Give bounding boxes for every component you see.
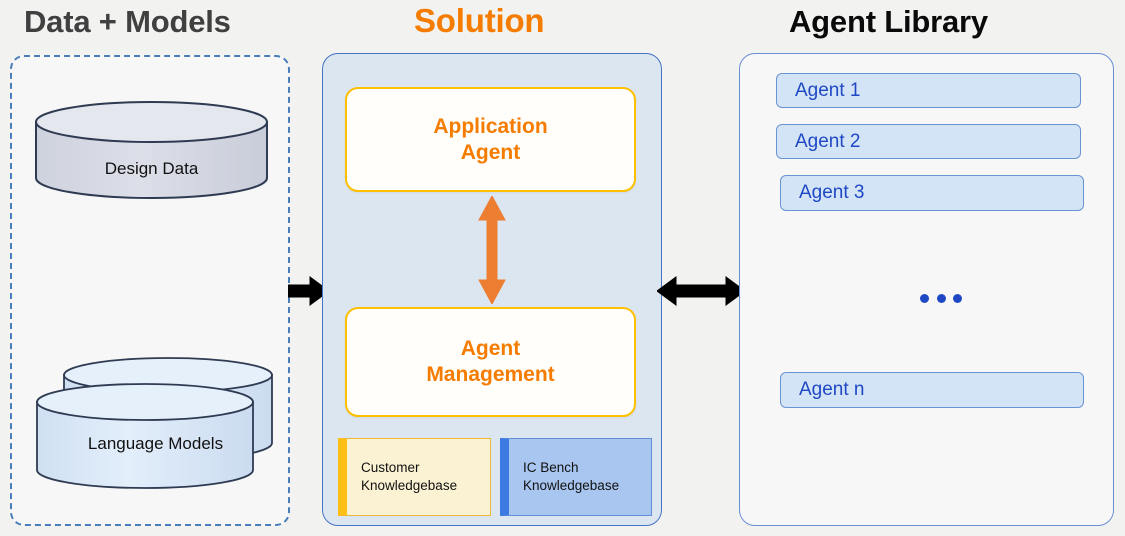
arrow-double-horizontal-icon-solution-to-library [657, 276, 745, 306]
agent-pill-2-label: Agent 2 [795, 130, 861, 152]
box-agent-management-label: Agent Management [426, 336, 554, 387]
agent-management-line2: Management [426, 363, 555, 386]
application-agent-line2: Agent [460, 140, 521, 164]
box-ic-bench-knowledgebase[interactable]: IC Bench Knowledgebase [500, 438, 652, 516]
agent-list-ellipsis [920, 294, 962, 303]
ic-bench-kb-line1: IC Bench [523, 460, 579, 476]
customer-kb-line1: Customer [361, 460, 420, 476]
customer-kb-line2: Knowledgebase [361, 478, 458, 493]
arrow-right-icon-data-to-solution [288, 276, 330, 306]
cylinder-shape-icon [35, 101, 268, 199]
database-cylinder-design-data: Design Data [34, 100, 269, 200]
ic-bench-knowledgebase-label: IC Bench Knowledgebase [523, 459, 619, 494]
double-cylinder-shape-icon [36, 357, 273, 489]
agent-pill-2[interactable]: Agent 2 [776, 124, 1081, 159]
box-agent-management[interactable]: Agent Management [345, 307, 636, 417]
database-cylinder-language-models: Language Models [34, 350, 277, 500]
agent-pill-1-label: Agent 1 [795, 79, 861, 101]
database-label-design-data: Design Data [104, 159, 199, 178]
agent-pill-3-label: Agent 3 [799, 182, 865, 203]
agent-pill-n[interactable]: Agent n [780, 372, 1084, 408]
ic-bench-kb-line2: Knowledgebase [523, 478, 620, 493]
box-customer-knowledgebase[interactable]: Customer Knowledgebase [338, 438, 491, 516]
arrow-double-vertical-icon-agent-link [478, 196, 506, 304]
application-agent-line1: Application [433, 114, 548, 138]
column-title-agent-library: Agent Library [789, 4, 988, 39]
ellipsis-dot-2 [936, 294, 946, 303]
agent-pill-1[interactable]: Agent 1 [776, 73, 1081, 108]
column-title-data-models: Data + Models [24, 4, 231, 39]
agent-pill-n-label: Agent n [799, 379, 865, 400]
agent-management-line1: Agent [460, 337, 521, 361]
box-application-agent[interactable]: Application Agent [345, 87, 636, 192]
box-application-agent-label: Application Agent [433, 114, 547, 165]
ellipsis-dot-3 [953, 294, 962, 303]
ellipsis-dot-1 [920, 294, 929, 303]
database-label-language-models: Language Models [87, 434, 224, 453]
customer-knowledgebase-label: Customer Knowledgebase [361, 459, 457, 494]
agent-pill-3[interactable]: Agent 3 [780, 175, 1084, 211]
column-title-solution: Solution [414, 2, 545, 39]
